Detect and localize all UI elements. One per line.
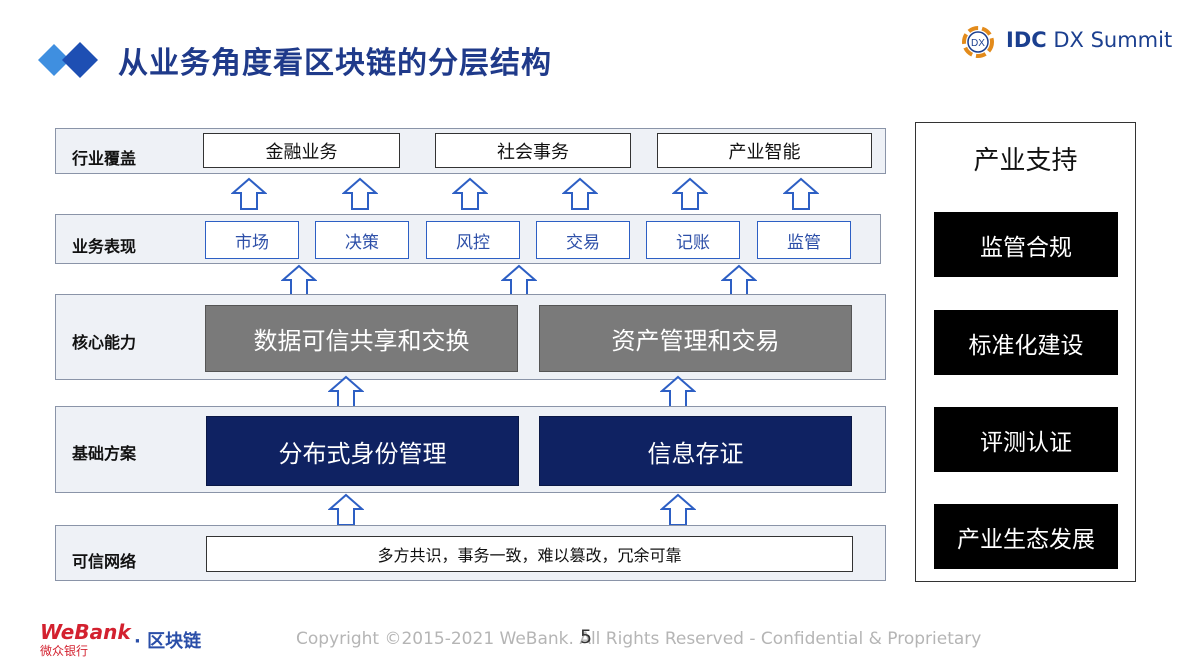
core-item: 资产管理和交易 [539, 305, 852, 372]
layer-industry-label: 行业覆盖 [72, 149, 137, 168]
layer-foundation-label: 基础方案 [72, 444, 137, 463]
svg-text:DX: DX [971, 38, 985, 49]
up-arrow-icon [452, 177, 488, 210]
layer-core-label: 核心能力 [72, 333, 137, 352]
layer-business-label: 业务表现 [72, 237, 137, 256]
up-arrow-icon [783, 177, 819, 210]
layer-network-label: 可信网络 [72, 552, 137, 571]
up-arrow-icon [328, 493, 364, 526]
up-arrow-icon [328, 375, 364, 408]
business-item: 决策 [315, 221, 409, 259]
network-description: 多方共识，事务一致，难以篡改，冗余可靠 [206, 536, 853, 572]
webank-logo: WeBank [40, 620, 131, 644]
business-item: 市场 [205, 221, 299, 259]
idc-dx-summit-brand: IDC DX Summit [1006, 28, 1173, 52]
core-item: 数据可信共享和交换 [205, 305, 518, 372]
copyright-text: Copyright ©2015-2021 WeBank. All Rights … [296, 629, 982, 649]
up-arrow-icon [501, 264, 537, 297]
support-item: 监管合规 [934, 212, 1118, 277]
up-arrow-icon [660, 375, 696, 408]
industry-item: 产业智能 [657, 133, 872, 168]
page-number: 5 [580, 626, 593, 648]
up-arrow-icon [562, 177, 598, 210]
support-item: 产业生态发展 [934, 504, 1118, 569]
business-item: 记账 [646, 221, 740, 259]
foundation-item: 信息存证 [539, 416, 852, 486]
idc-logo-icon: DX [962, 26, 994, 58]
page-title: 从业务角度看区块链的分层结构 [118, 46, 552, 81]
up-arrow-icon [281, 264, 317, 297]
business-item: 监管 [757, 221, 851, 259]
up-arrow-icon [342, 177, 378, 210]
business-item: 交易 [536, 221, 630, 259]
industry-item: 社会事务 [435, 133, 631, 168]
support-item: 标准化建设 [934, 310, 1118, 375]
up-arrow-icon [660, 493, 696, 526]
support-panel-title: 产业支持 [973, 146, 1078, 176]
support-item: 评测认证 [934, 407, 1118, 472]
up-arrow-icon [231, 177, 267, 210]
title-diamond-icon [38, 42, 98, 78]
up-arrow-icon [672, 177, 708, 210]
foundation-item: 分布式身份管理 [206, 416, 519, 486]
up-arrow-icon [721, 264, 757, 297]
business-item: 风控 [426, 221, 520, 259]
industry-item: 金融业务 [203, 133, 400, 168]
blockchain-label: · 区块链 [134, 631, 202, 652]
webank-logo-subtitle: 微众银行 [40, 644, 89, 658]
